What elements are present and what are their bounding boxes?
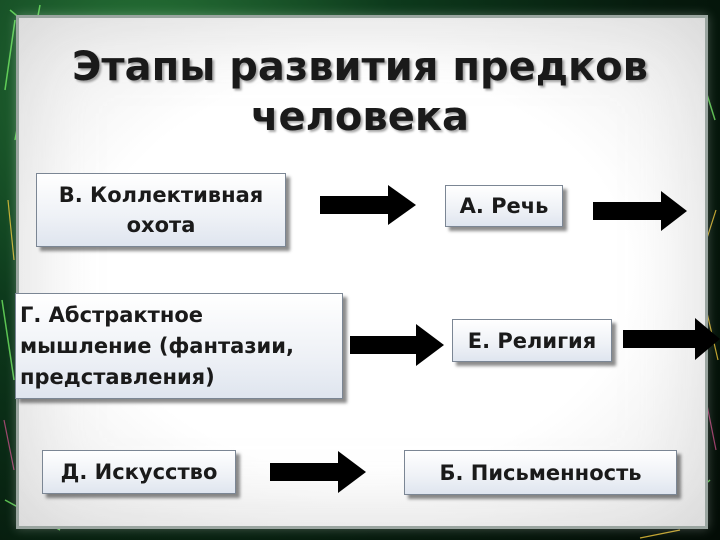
arrow-abstract-thinking-to-religion <box>350 324 444 366</box>
title-line-1: Этапы развития предков <box>72 44 648 90</box>
arrow-religion-out <box>623 318 720 360</box>
box-speech: А. Речь <box>445 185 563 227</box>
title-line-2: человека <box>251 94 469 140</box>
box-art: Д. Искусство <box>42 450 236 494</box>
box-religion: Е. Религия <box>452 319 612 362</box>
box-speech-label: А. Речь <box>459 194 549 218</box>
arrow-collective-hunt-to-speech <box>320 185 416 225</box>
box-collective-hunt-label: В. Коллективная охота <box>58 183 264 237</box>
box-religion-label: Е. Религия <box>467 328 597 353</box>
slide-frame <box>16 15 708 529</box>
box-collective-hunt: В. Коллективная охота <box>36 173 286 247</box>
box-writing-label: Б. Письменность <box>439 460 642 485</box>
arrow-speech-out <box>593 191 687 231</box>
box-art-label: Д. Искусство <box>60 460 218 484</box>
box-abstract-thinking-label: Г. Абстрактное мышление (фантазии, предс… <box>20 303 294 389</box>
box-abstract-thinking: Г. Абстрактное мышление (фантазии, предс… <box>15 293 343 399</box>
box-writing: Б. Письменность <box>404 450 677 495</box>
arrow-art-to-writing <box>270 451 366 493</box>
